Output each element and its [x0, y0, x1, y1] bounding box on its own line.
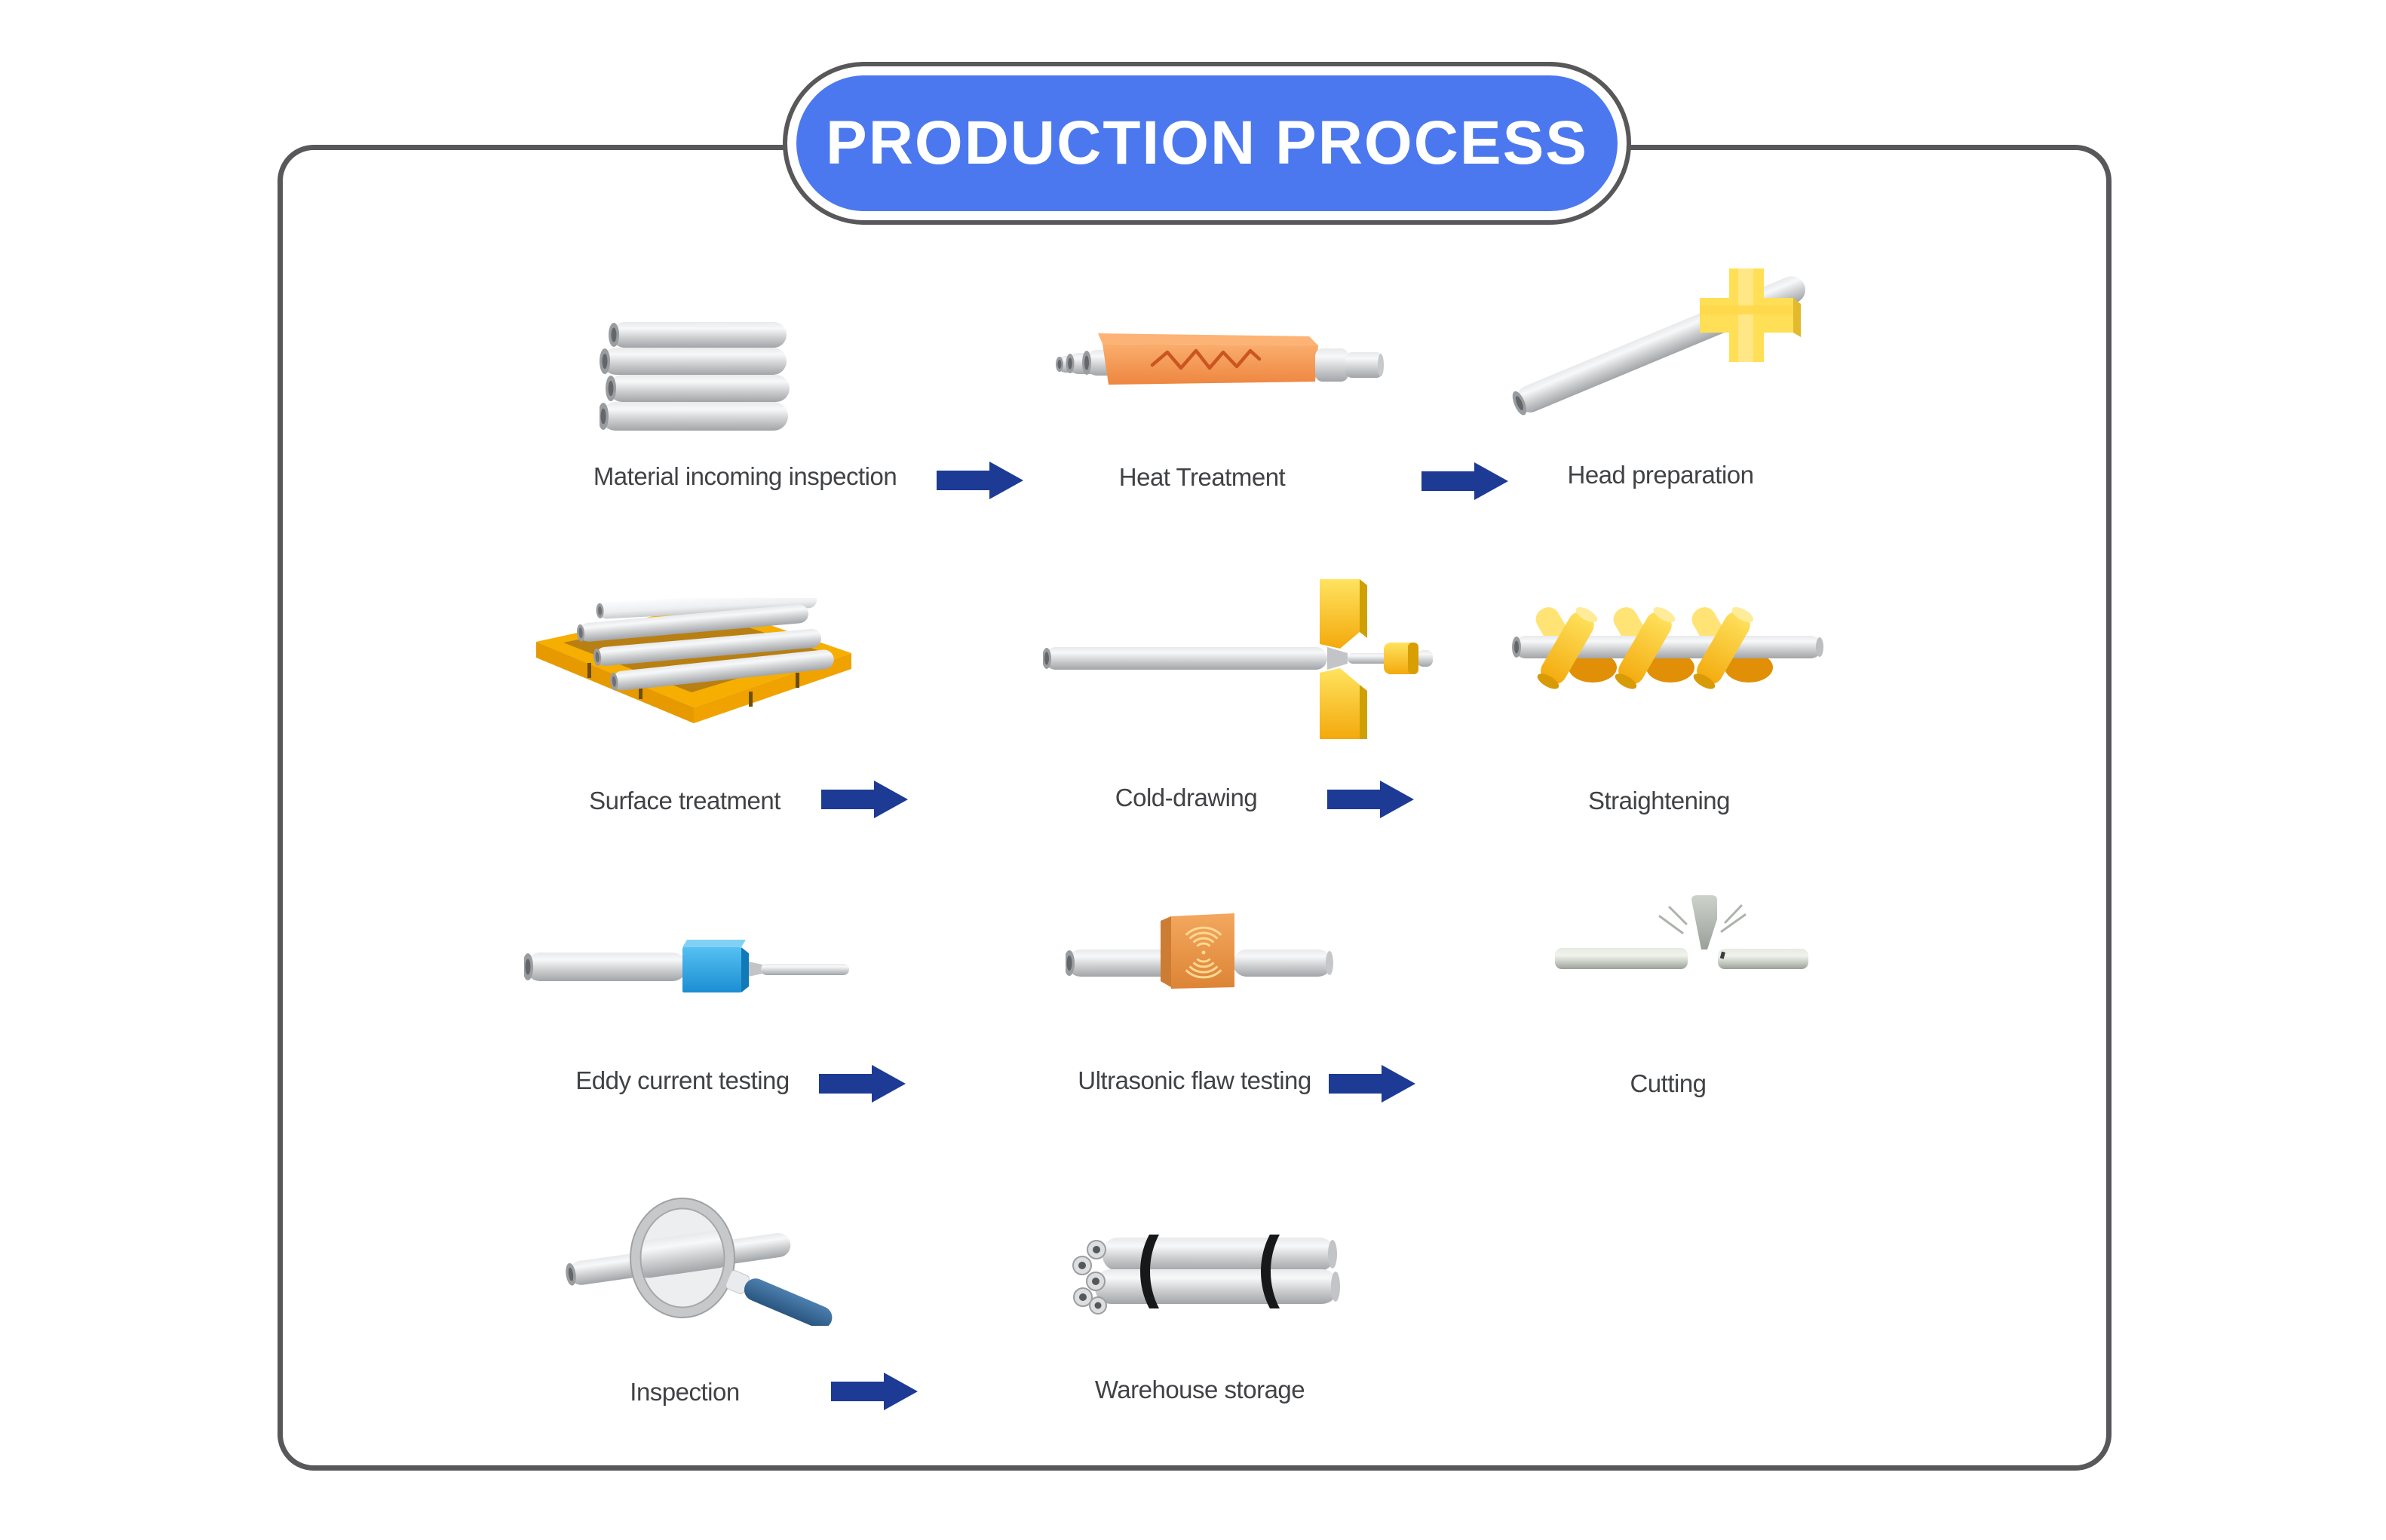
magnifier-icon [566, 1198, 833, 1326]
straightening-rollers-icon [1512, 607, 1823, 689]
drawing-die-icon [1043, 579, 1433, 739]
step-label-straightening: Straightening [1588, 787, 1730, 814]
step-label-material-incoming-inspection: Material incoming inspection [593, 462, 897, 490]
page-title: PRODUCTION PROCESS [796, 75, 1618, 211]
ultrasonic-probe-icon [1066, 913, 1333, 989]
step-label-head-preparation: Head preparation [1567, 461, 1754, 489]
step-label-inspection: Inspection [630, 1378, 740, 1406]
step-label-cold-drawing: Cold-drawing [1115, 784, 1258, 811]
step-label-eddy-current-testing: Eddy current testing [575, 1066, 790, 1094]
flow-arrow-icon [821, 781, 908, 818]
flow-arrow-icon [1329, 1065, 1415, 1103]
cutting-blade-icon [1555, 895, 1808, 969]
title-banner: PRODUCTION PROCESS [783, 62, 1631, 225]
tube-bundle-icon [1072, 1235, 1340, 1315]
pickling-tray-icon [536, 598, 851, 723]
flow-arrow-icon [1327, 781, 1414, 818]
flow-arrow-icon [1421, 462, 1508, 500]
step-label-ultrasonic-flaw-testing: Ultrasonic flaw testing [1078, 1066, 1311, 1094]
tube-stack-icon [600, 322, 790, 431]
step-label-cutting: Cutting [1630, 1069, 1707, 1097]
step-label-heat-treatment: Heat Treatment [1118, 463, 1286, 491]
flow-arrow-icon [831, 1373, 918, 1410]
tube-cross-die-icon [1512, 268, 1805, 416]
flow-arrow-icon [937, 462, 1023, 499]
flow-arrow-icon [819, 1065, 906, 1103]
step-label-surface-treatment: Surface treatment [589, 787, 781, 814]
eddy-current-probe-icon [524, 940, 849, 992]
step-label-warehouse-storage: Warehouse storage [1094, 1376, 1305, 1403]
heating-furnace-icon [1056, 333, 1384, 385]
